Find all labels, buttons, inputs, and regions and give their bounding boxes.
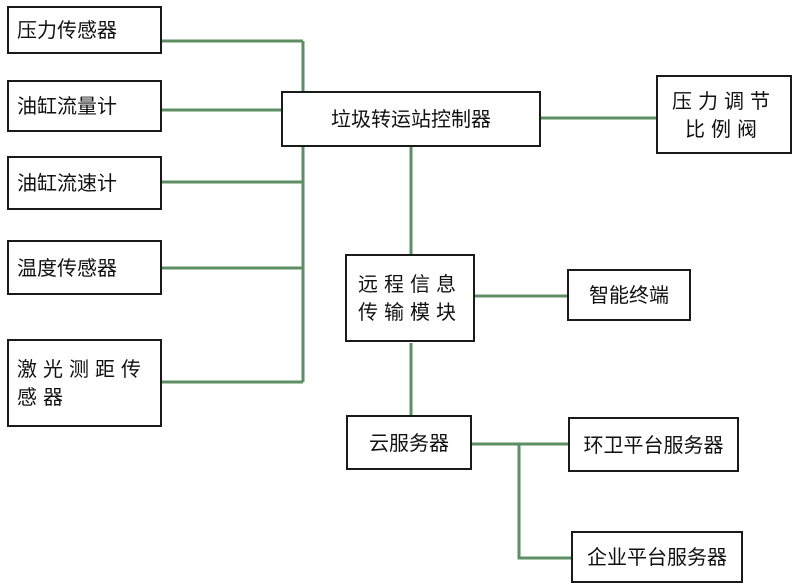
remote-transmission-module-label-line2: 传输模块 (358, 300, 462, 324)
pressure-sensor-box: 压力传感器 (7, 6, 162, 54)
pressure-proportional-valve-label-line1: 压力调节 (672, 88, 776, 113)
laser-rangefinder-sensor-box: 激光测距传 感器 (7, 339, 162, 427)
cloud-server-label: 云服务器 (369, 430, 449, 455)
remote-transmission-module-label-line1: 远程信息 (358, 272, 462, 296)
smart-terminal-label: 智能终端 (589, 283, 669, 307)
oil-cylinder-flow-meter-label: 油缸流量计 (17, 94, 117, 118)
transfer-station-controller-box: 垃圾转运站控制器 (281, 91, 541, 147)
laser-rangefinder-label-line2: 感器 (17, 385, 69, 409)
enterprise-platform-server-box: 企业平台服务器 (571, 531, 743, 583)
temperature-sensor-box: 温度传感器 (7, 240, 162, 295)
sanitation-platform-server-label: 环卫平台服务器 (583, 432, 724, 457)
oil-cylinder-velocity-meter-box: 油缸流速计 (7, 156, 162, 210)
smart-terminal-box: 智能终端 (567, 269, 691, 321)
laser-rangefinder-label-line1: 激光测距传 (17, 357, 147, 381)
pressure-proportional-valve-label-line2: 比例阀 (685, 116, 763, 141)
cloud-to-enterprise-connector (517, 444, 573, 560)
oil-cylinder-velocity-meter-label: 油缸流速计 (17, 171, 117, 195)
pressure-proportional-valve-box: 压力调节 比例阀 (656, 75, 792, 154)
temperature-sensor-label: 温度传感器 (17, 255, 117, 280)
pressure-sensor-label: 压力传感器 (17, 18, 117, 42)
cloud-server-box: 云服务器 (346, 415, 472, 470)
oil-cylinder-flow-meter-box: 油缸流量计 (7, 80, 162, 132)
remote-transmission-module-box: 远程信息 传输模块 (345, 254, 475, 342)
transfer-station-controller-label: 垃圾转运站控制器 (331, 107, 491, 131)
enterprise-platform-server-label: 企业平台服务器 (587, 545, 727, 569)
sanitation-platform-server-box: 环卫平台服务器 (568, 417, 739, 472)
